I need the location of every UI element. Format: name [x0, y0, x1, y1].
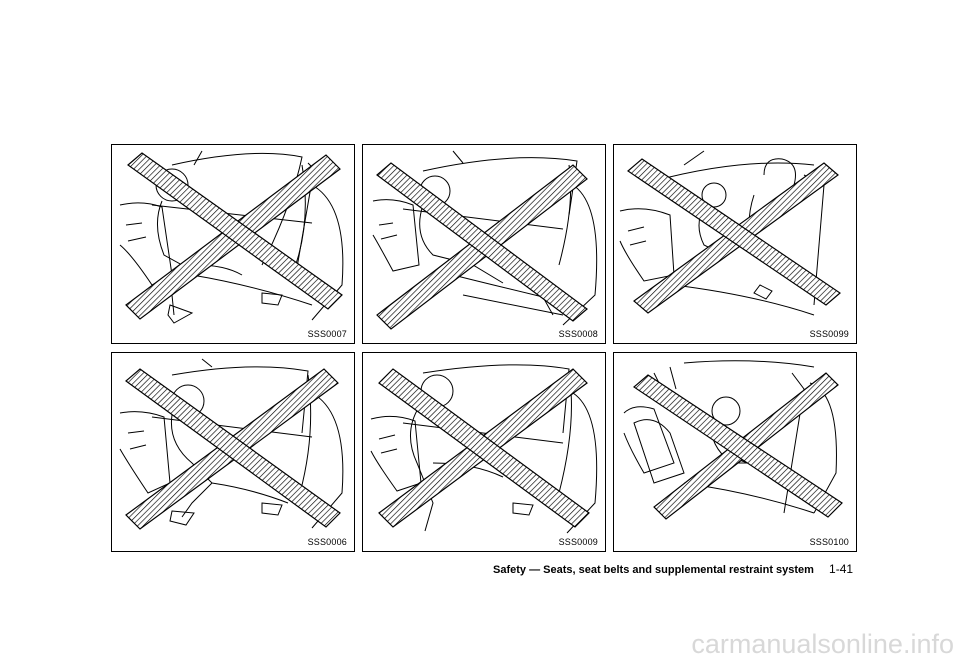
prohibited-x-mark [378, 368, 590, 528]
figure-panel-sss0006: SSS0006 [111, 352, 355, 552]
child-standing-illustration [370, 364, 598, 534]
prohibited-x-mark [633, 372, 843, 520]
figure-panel-sss0008: SSS0008 [362, 144, 606, 344]
figure-panel-sss0100: SSS0100 [613, 352, 857, 552]
page-number: 1-41 [829, 562, 854, 576]
prohibited-x-mark [627, 158, 841, 314]
page-footer: Safety — Seats, seat belts and supplemen… [493, 562, 853, 576]
figure-code: SSS0099 [808, 329, 850, 339]
figure-panel-sss0009: SSS0009 [362, 352, 606, 552]
watermark: carmanualsonline.info [691, 629, 954, 659]
figure-panel-sss0007: SSS0007 [111, 144, 355, 344]
prohibited-x-mark [376, 162, 588, 330]
figure-code: SSS0006 [306, 537, 348, 547]
prohibited-x-mark [125, 152, 343, 320]
figure-code: SSS0007 [306, 329, 348, 339]
prohibited-x-mark [125, 368, 341, 530]
child-lap-belt-illustration [372, 150, 598, 330]
figure-code: SSS0100 [808, 537, 850, 547]
child-leaning-forward-illustration [119, 358, 344, 530]
figure-code: SSS0009 [557, 537, 599, 547]
child-on-lap-illustration [619, 150, 841, 316]
figure-code: SSS0008 [557, 329, 599, 339]
figure-panel-sss0099: SSS0099 [613, 144, 857, 344]
unbelted-child-illustration [119, 150, 344, 324]
child-seat-airbag-illustration [623, 360, 843, 520]
section-title: Safety — Seats, seat belts and supplemen… [493, 564, 814, 576]
